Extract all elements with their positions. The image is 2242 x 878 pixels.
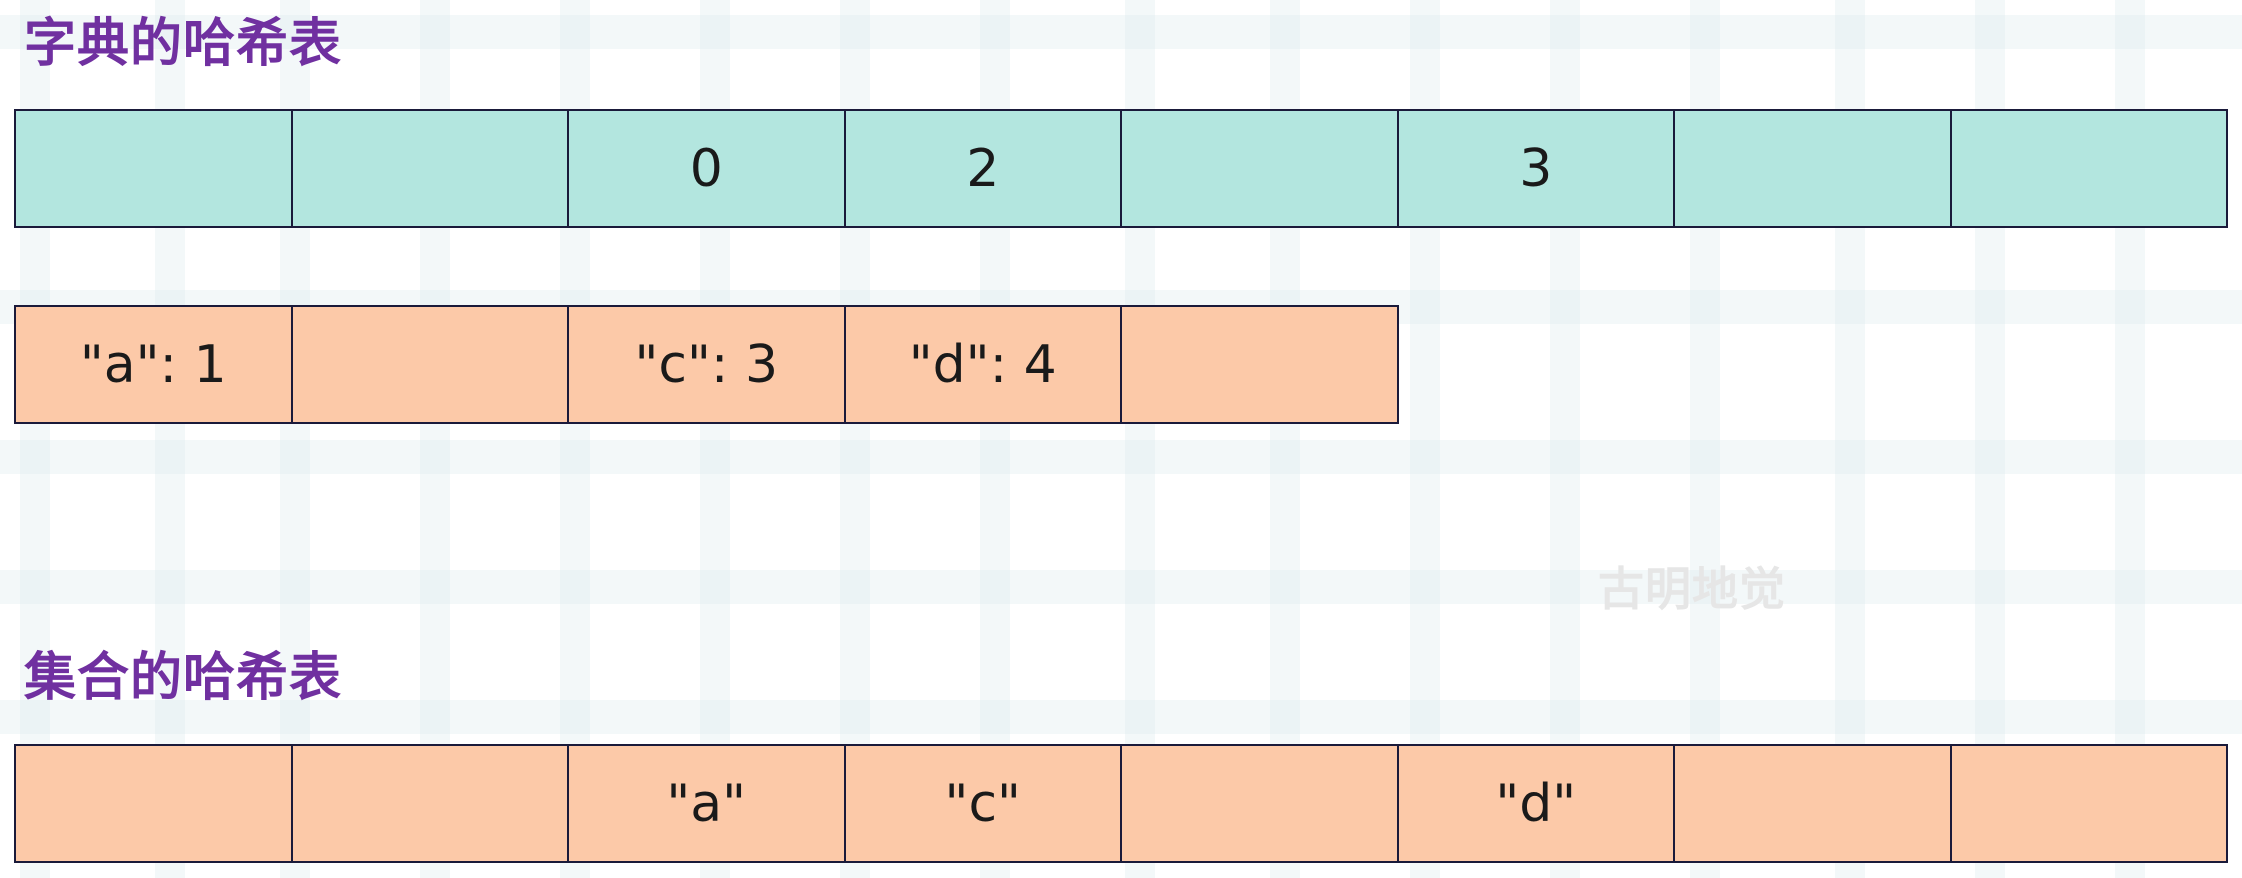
- set-slot: [16, 746, 293, 861]
- set-slot: [1122, 746, 1399, 861]
- index-slot: 3: [1398, 111, 1675, 226]
- set-slot: [292, 746, 569, 861]
- set-slot: "a": [569, 746, 846, 861]
- dict-entries-array: "a": 1 "c": 3 "d": 4: [14, 305, 1399, 424]
- index-slot: [16, 111, 293, 226]
- set-slot: [1675, 746, 1952, 861]
- index-slot: [292, 111, 569, 226]
- grid-row-band: [0, 570, 2242, 604]
- index-slot: [1675, 111, 1952, 226]
- grid-row-band: [0, 440, 2242, 474]
- entry-slot: [292, 307, 569, 422]
- set-slots-array: "a" "c" "d": [14, 744, 2228, 863]
- entry-slot: "a": 1: [16, 307, 293, 422]
- set-slot: "d": [1398, 746, 1675, 861]
- entry-slot: [1122, 307, 1399, 422]
- entry-slot: "d": 4: [845, 307, 1122, 422]
- dict-indices-array: 0 2 3: [14, 109, 2228, 228]
- index-slot: 2: [845, 111, 1122, 226]
- watermark: 古明地觉: [1598, 562, 1786, 616]
- index-slot: [1122, 111, 1399, 226]
- index-slot: [1951, 111, 2228, 226]
- set-hash-table-title: 集合的哈希表: [24, 648, 343, 708]
- set-slot: [1951, 746, 2228, 861]
- dict-hash-table-title: 字典的哈希表: [24, 14, 343, 74]
- index-slot: 0: [569, 111, 846, 226]
- set-slot: "c": [845, 746, 1122, 861]
- entry-slot: "c": 3: [569, 307, 846, 422]
